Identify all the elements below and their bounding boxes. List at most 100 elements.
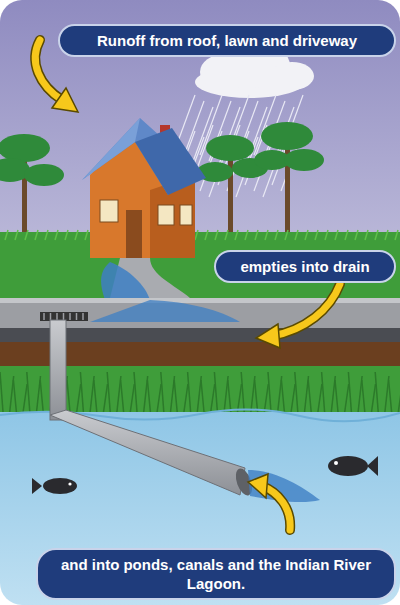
- fish: [32, 478, 42, 494]
- grass-blades: [77, 384, 81, 412]
- grass-blades: [348, 372, 351, 412]
- grass-blades: [147, 380, 150, 412]
- grass-blades: [0, 372, 3, 412]
- house: [180, 205, 192, 225]
- fish: [68, 482, 71, 485]
- grass-blades: [325, 230, 328, 240]
- grass-blades: [80, 372, 83, 412]
- grass-blades: [107, 372, 110, 412]
- flow-arrows: [256, 324, 280, 348]
- fish: [328, 456, 368, 476]
- grass-blades: [322, 372, 325, 412]
- grass-blades: [315, 230, 318, 240]
- trees: [0, 134, 50, 162]
- grass-blades: [23, 384, 27, 412]
- grass-blades: [281, 380, 284, 412]
- flow-arrows: [52, 88, 78, 112]
- grass-blades: [264, 384, 268, 412]
- grass-blades: [275, 230, 278, 240]
- grass-blades: [214, 372, 217, 412]
- drain-grate: [82, 313, 84, 320]
- flow-arrows: [35, 40, 62, 100]
- grass-blades: [305, 230, 308, 240]
- callout-band: empties into drain: [214, 250, 396, 283]
- callout-band: Runoff from roof, lawn and driveway: [58, 24, 396, 57]
- flow-arrows: [272, 284, 340, 336]
- callout-band: and into ponds, canals and the Indian Ri…: [36, 548, 396, 600]
- grass-blades: [255, 230, 258, 240]
- grass-blades: [184, 384, 188, 412]
- grass-blades: [5, 230, 398, 240]
- grass-blades: [375, 372, 378, 412]
- grass-blades: [345, 384, 349, 412]
- fish: [334, 461, 338, 465]
- grass-blades: [157, 384, 161, 412]
- drain-grate: [76, 313, 78, 320]
- grass-blades: [27, 372, 30, 412]
- grass-blades: [35, 230, 38, 240]
- runoff-water: [101, 262, 150, 300]
- grass-blades: [67, 380, 70, 412]
- grass-blades: [295, 372, 298, 412]
- grass-blades: [355, 230, 358, 240]
- drain-grate: [69, 313, 71, 320]
- flow-arrows: [272, 284, 340, 336]
- grass-blades: [308, 380, 311, 412]
- grass-blades: [215, 230, 218, 240]
- callout-text: and into ponds, canals and the Indian Ri…: [52, 555, 380, 593]
- grass-blades: [85, 230, 88, 240]
- grass-blades: [335, 230, 338, 240]
- pipe: [50, 410, 245, 495]
- fish: [32, 456, 378, 494]
- trees: [0, 122, 324, 240]
- house: [82, 118, 206, 258]
- grass-blades: [161, 372, 164, 412]
- grass-blades: [13, 380, 16, 412]
- trees: [228, 150, 233, 240]
- flow-arrows: [248, 474, 268, 498]
- drain-grate: [43, 313, 45, 320]
- grass-blades: [295, 230, 298, 240]
- grass-blades: [235, 230, 238, 240]
- grass-blades: [318, 384, 322, 412]
- grass-blades: [104, 384, 108, 412]
- grass-blades: [201, 380, 204, 412]
- grass-blades: [25, 230, 28, 240]
- grass-blades: [362, 380, 365, 412]
- trees: [24, 164, 64, 186]
- grass-blades: [395, 230, 398, 240]
- grass-blades: [238, 384, 242, 412]
- grass-blades: [265, 230, 268, 240]
- grass-blades: [385, 230, 388, 240]
- grass-blades: [372, 384, 376, 412]
- water: [0, 412, 400, 605]
- grass-blades: [268, 372, 271, 412]
- grass-blades: [15, 230, 18, 240]
- grass-blades: [228, 380, 231, 412]
- callout-text: Runoff from roof, lawn and driveway: [74, 31, 380, 50]
- house: [135, 128, 206, 195]
- grass-blades: [134, 372, 137, 412]
- grass-blades: [241, 372, 244, 412]
- grass-blades: [65, 230, 68, 240]
- grass-blades: [245, 230, 248, 240]
- grass-blades: [291, 384, 295, 412]
- flow-arrows: [35, 40, 62, 100]
- trees: [261, 122, 313, 150]
- grass-blades: [188, 372, 191, 412]
- grass-blades: [398, 384, 400, 412]
- flow-arrows: [35, 40, 340, 530]
- grass-blades: [365, 230, 368, 240]
- grass-blades: [255, 380, 258, 412]
- grass-blades: [40, 380, 43, 412]
- house: [100, 200, 118, 222]
- grass-blades: [121, 380, 124, 412]
- grass-blades: [335, 380, 338, 412]
- street-water: [90, 300, 240, 322]
- grass-blades: [211, 384, 215, 412]
- grass-blades: [55, 230, 58, 240]
- house: [126, 210, 142, 258]
